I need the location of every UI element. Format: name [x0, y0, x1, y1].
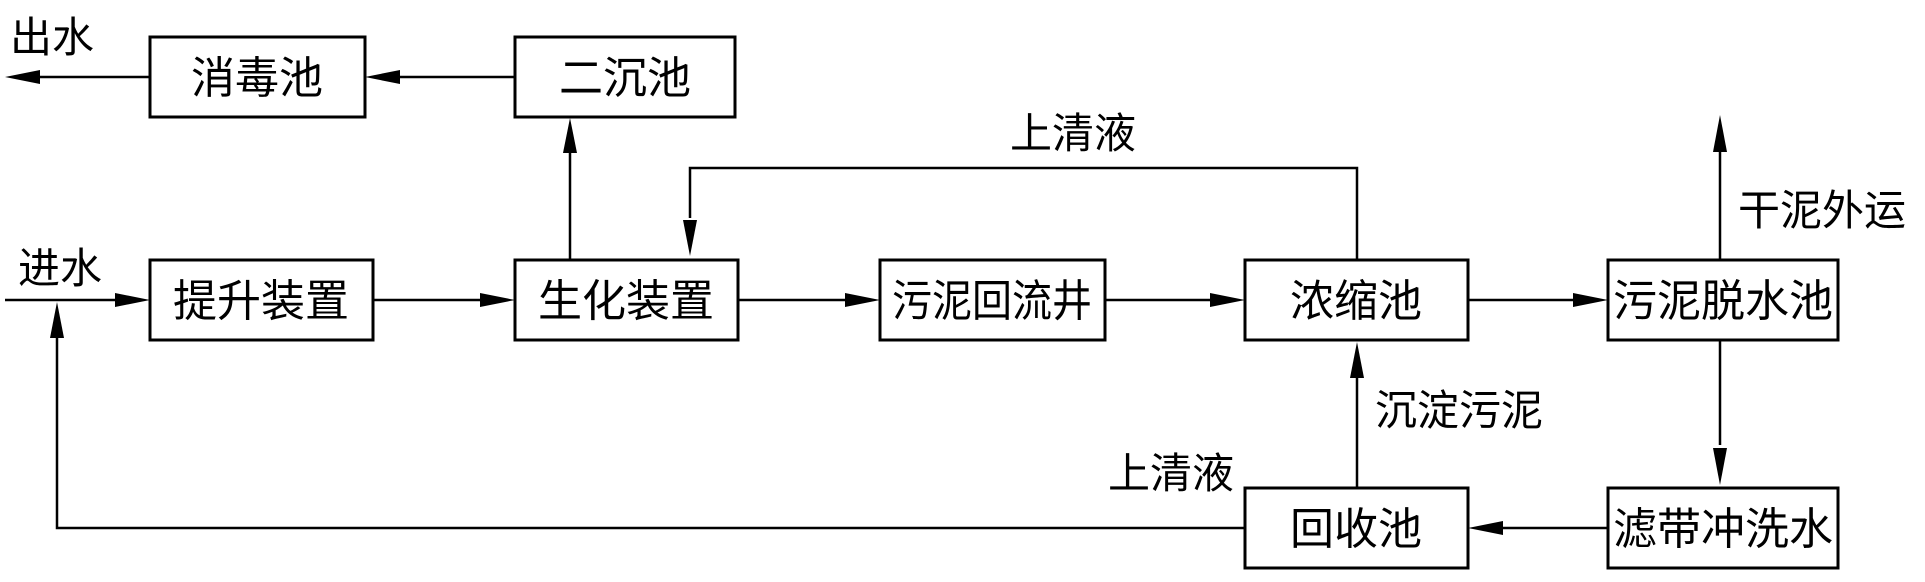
arrowheads	[5, 70, 1727, 535]
arrowhead-disinfection	[365, 70, 400, 84]
label-settled-sludge: 沉淀污泥	[1375, 386, 1543, 435]
arrowhead-thickening	[1210, 293, 1245, 307]
arrowhead-lift	[115, 293, 150, 307]
node-label: 浓缩池	[1290, 276, 1422, 327]
node-label: 消毒池	[191, 53, 323, 104]
node-disinfection-tank: 消毒池	[148, 35, 367, 119]
node-label: 提升装置	[173, 276, 349, 327]
arrowhead-outlet	[5, 70, 40, 84]
node-label: 二沉池	[559, 53, 691, 104]
label-dry-sludge-out: 干泥外运	[1738, 186, 1906, 235]
line-supernatant-return-top	[688, 166, 1359, 260]
arrowhead-dewatering	[1573, 293, 1608, 307]
label-inlet-water: 进水	[18, 244, 102, 293]
line-supernatant-return-bottom	[55, 338, 1245, 530]
arrowhead-wash-water	[1713, 448, 1727, 485]
node-secondary-clarifier: 二沉池	[513, 35, 737, 119]
arrowhead-recovery	[1468, 521, 1503, 535]
node-sludge-return-well: 污泥回流井	[878, 258, 1107, 342]
node-filter-belt-wash-water: 滤带冲洗水	[1606, 486, 1840, 570]
connectors	[5, 75, 1722, 530]
arrowhead-thickening-bottom	[1350, 342, 1364, 378]
node-thickening-tank: 浓缩池	[1243, 258, 1470, 342]
arrowhead-dry-sludge	[1713, 115, 1727, 152]
node-label: 污泥脱水池	[1613, 276, 1833, 327]
node-sludge-dewatering-tank: 污泥脱水池	[1606, 258, 1840, 342]
node-label: 污泥回流井	[892, 276, 1092, 327]
arrowhead-biochem-top	[683, 220, 697, 256]
arrowhead-return-well	[845, 293, 880, 307]
arrowhead-biochem	[480, 293, 515, 307]
arrowhead-inlet-return	[50, 302, 64, 338]
node-biochemical-device: 生化装置	[513, 258, 740, 342]
node-recovery-tank: 回收池	[1243, 486, 1470, 570]
arrowhead-clarifier	[563, 118, 577, 153]
label-supernatant-bottom: 上清液	[1108, 449, 1234, 498]
node-label: 滤带冲洗水	[1613, 504, 1833, 555]
label-outlet-water: 出水	[10, 13, 94, 62]
node-label: 生化装置	[538, 276, 714, 327]
label-supernatant-top: 上清液	[1010, 109, 1136, 158]
node-label: 回收池	[1290, 504, 1422, 555]
node-lift-device: 提升装置	[148, 258, 375, 342]
